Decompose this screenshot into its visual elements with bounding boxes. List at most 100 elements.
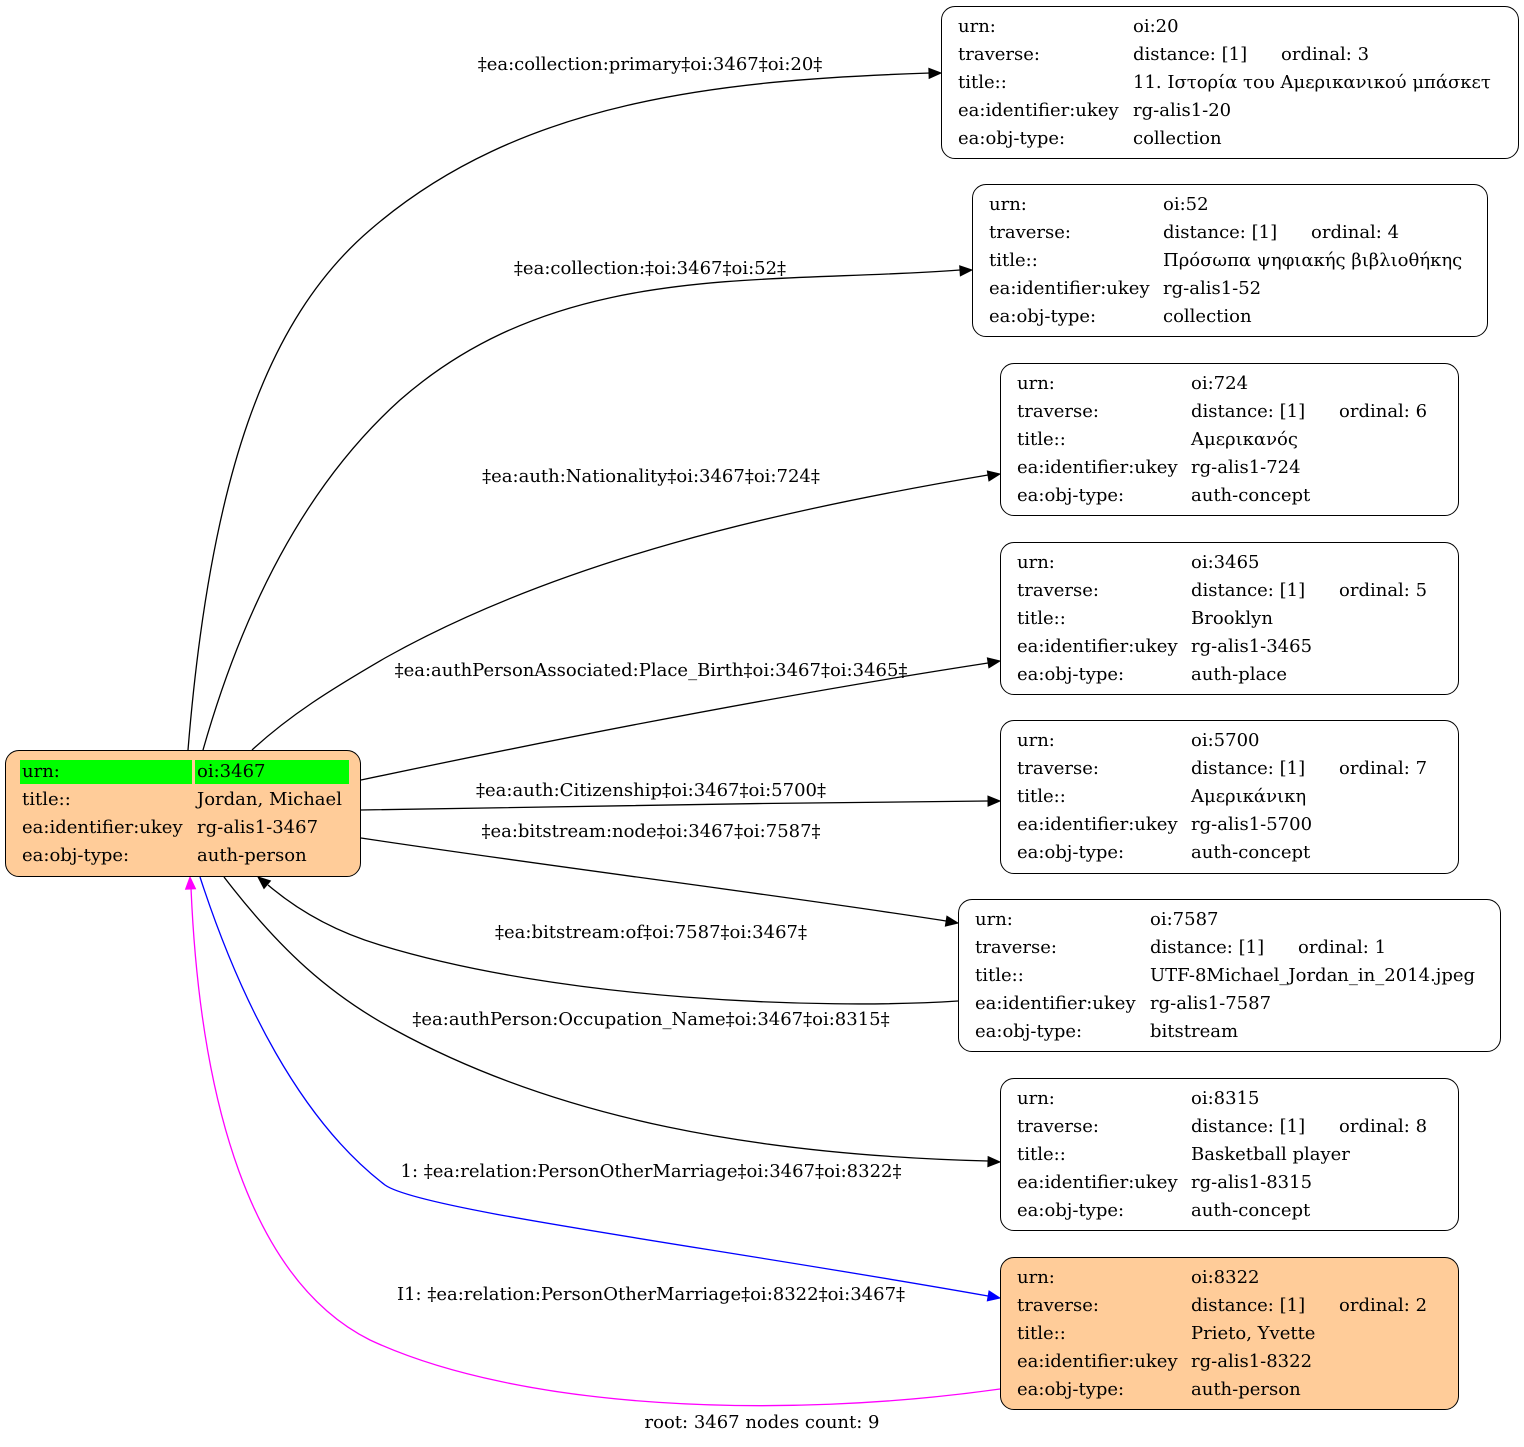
node-row-value: distance: [1] [1133, 44, 1248, 65]
node-row-ordinal: ordinal: 1 [1298, 937, 1387, 958]
node-row-key: ea:obj-type: [958, 128, 1066, 149]
node-row-key: traverse: [989, 222, 1071, 243]
node-row-urn: urn: oi:5700 [1001, 727, 1458, 755]
arrowhead [986, 470, 1002, 482]
node-row-type: ea:obj-type: auth-person [1001, 1376, 1458, 1404]
arrowhead [257, 876, 272, 890]
node-row-type: ea:obj-type:auth-concept [1001, 839, 1458, 867]
node-row-type: ea:obj-type: bitstream [959, 1018, 1500, 1046]
node-row-key: urn: [1017, 1267, 1055, 1288]
node-row-value: oi:20 [1133, 16, 1179, 37]
node-row-key: title:: [1017, 786, 1066, 807]
node-row-ordinal: ordinal: 4 [1311, 222, 1400, 243]
node-row-key: ea:identifier:ukey [1017, 1351, 1178, 1372]
node-row-urn: urn:oi:7587 [959, 906, 1500, 934]
node-row-title: title::Basketball player [1001, 1141, 1458, 1169]
node-row-type: ea:obj-type: auth-concept [1001, 1197, 1458, 1225]
node-row-value: rg-alis1-8315 [1191, 1172, 1313, 1193]
node-row-value: rg-alis1-5700 [1191, 814, 1313, 835]
node-row-ukey: ea:identifier:ukey rg-alis1-7587 [959, 990, 1500, 1018]
node-row-value: auth-person [1191, 1379, 1301, 1400]
node-row-value: Πρόσωπα ψηφιακής βιβλιοθήκης [1163, 250, 1463, 271]
node-row-traverse: traverse:distance: [1]ordinal: 7 [1001, 755, 1458, 783]
arrowhead [986, 1290, 1002, 1302]
node-row-key: title:: [1017, 1323, 1066, 1344]
node-row-key: ea:obj-type: [975, 1021, 1083, 1042]
node-row-value: auth-concept [1191, 485, 1311, 506]
node-row-key: urn: [989, 194, 1027, 215]
node-row-value: bitstream [1150, 1021, 1239, 1042]
node-row-value: distance: [1] [1150, 937, 1265, 958]
node-row-key: urn: [975, 909, 1013, 930]
node-row-ordinal: ordinal: 7 [1339, 758, 1428, 779]
node-row-value: Prieto, Yvette [1191, 1323, 1316, 1344]
node-row-urn: urn:oi:3465 [1001, 549, 1458, 577]
node-row-key: urn: [1017, 730, 1055, 751]
node-oi-7587[interactable]: urn:oi:7587 traverse: distance: [1] ordinal… [958, 899, 1501, 1052]
node-row-value: auth-concept [1191, 842, 1311, 863]
node-row-value: rg-alis1-7587 [1150, 993, 1272, 1014]
node-row-key: urn: [1017, 552, 1055, 573]
node-row-key: ea:obj-type: [1017, 1200, 1125, 1221]
node-row-key: urn: [958, 16, 996, 37]
node-row-value: oi:8322 [1191, 1267, 1260, 1288]
node-row-ordinal: ordinal: 2 [1339, 1295, 1428, 1316]
node-row-value: Basketball player [1191, 1144, 1350, 1165]
edge-nationality [251, 474, 989, 751]
node-row-urn: urn: oi:20 [942, 13, 1518, 41]
arrowhead [184, 875, 197, 890]
node-row-key: title:: [1017, 429, 1066, 450]
node-row-key: traverse: [975, 937, 1057, 958]
node-row-urn: urn: oi:8322 [1001, 1264, 1458, 1292]
node-row-value: oi:5700 [1191, 730, 1260, 751]
node-row-value: Brooklyn [1191, 608, 1273, 629]
node-row-key: title:: [1017, 608, 1066, 629]
node-row-key: urn: [1017, 373, 1055, 394]
node-row-title: title::11. Ιστορία του Αμερικανικού μπάσ… [942, 69, 1518, 97]
node-row-urn: urn:oi:8315 [1001, 1085, 1458, 1113]
root-row-value: rg-alis1-3467 [197, 817, 319, 838]
node-row-key: urn: [1017, 1088, 1055, 1109]
node-row-type: ea:obj-type:collection [973, 303, 1487, 331]
node-row-title: title::Αμερικάνικη [1001, 783, 1458, 811]
node-row-title: title::Πρόσωπα ψηφιακής βιβλιοθήκης [973, 247, 1487, 275]
node-row-key: ea:identifier:ukey [975, 993, 1136, 1014]
node-row-value: auth-place [1191, 664, 1287, 685]
root-row: title::Jordan, Michael [6, 786, 360, 814]
node-row-value: auth-concept [1191, 1200, 1311, 1221]
node-row-value: distance: [1] [1191, 401, 1306, 422]
node-row-key: traverse: [1017, 1116, 1099, 1137]
edge-relation-marriage-inverse [190, 887, 1001, 1407]
edge-collection [202, 269, 961, 751]
node-row-title: title::Brooklyn [1001, 605, 1458, 633]
edge-label: ‡ea:auth:Nationality‡oi:3467‡oi:724‡ [482, 466, 820, 487]
node-row-key: traverse: [1017, 580, 1099, 601]
edge-bitstream-of [267, 884, 959, 1005]
node-row-key: ea:obj-type: [1017, 1379, 1125, 1400]
node-row-key: traverse: [958, 44, 1040, 65]
edge-collection-primary [187, 72, 931, 751]
node-row-value: oi:724 [1191, 373, 1249, 394]
node-oi-5700[interactable]: urn: oi:5700 traverse:distance: [1]ordinal… [1000, 720, 1459, 874]
edge-citizenship [360, 800, 989, 811]
arrowhead [986, 657, 1002, 669]
edge-label: 1: ‡ea:relation:PersonOtherMarriage‡oi:3… [400, 1161, 902, 1182]
edge-bitstream-node [360, 837, 947, 922]
root-row-value: auth-person [197, 845, 307, 866]
arrowhead [987, 1155, 1002, 1168]
node-row-ordinal: ordinal: 5 [1339, 580, 1428, 601]
node-row-ordinal: ordinal: 6 [1339, 401, 1428, 422]
node-row-type: ea:obj-type:collection [942, 125, 1518, 153]
